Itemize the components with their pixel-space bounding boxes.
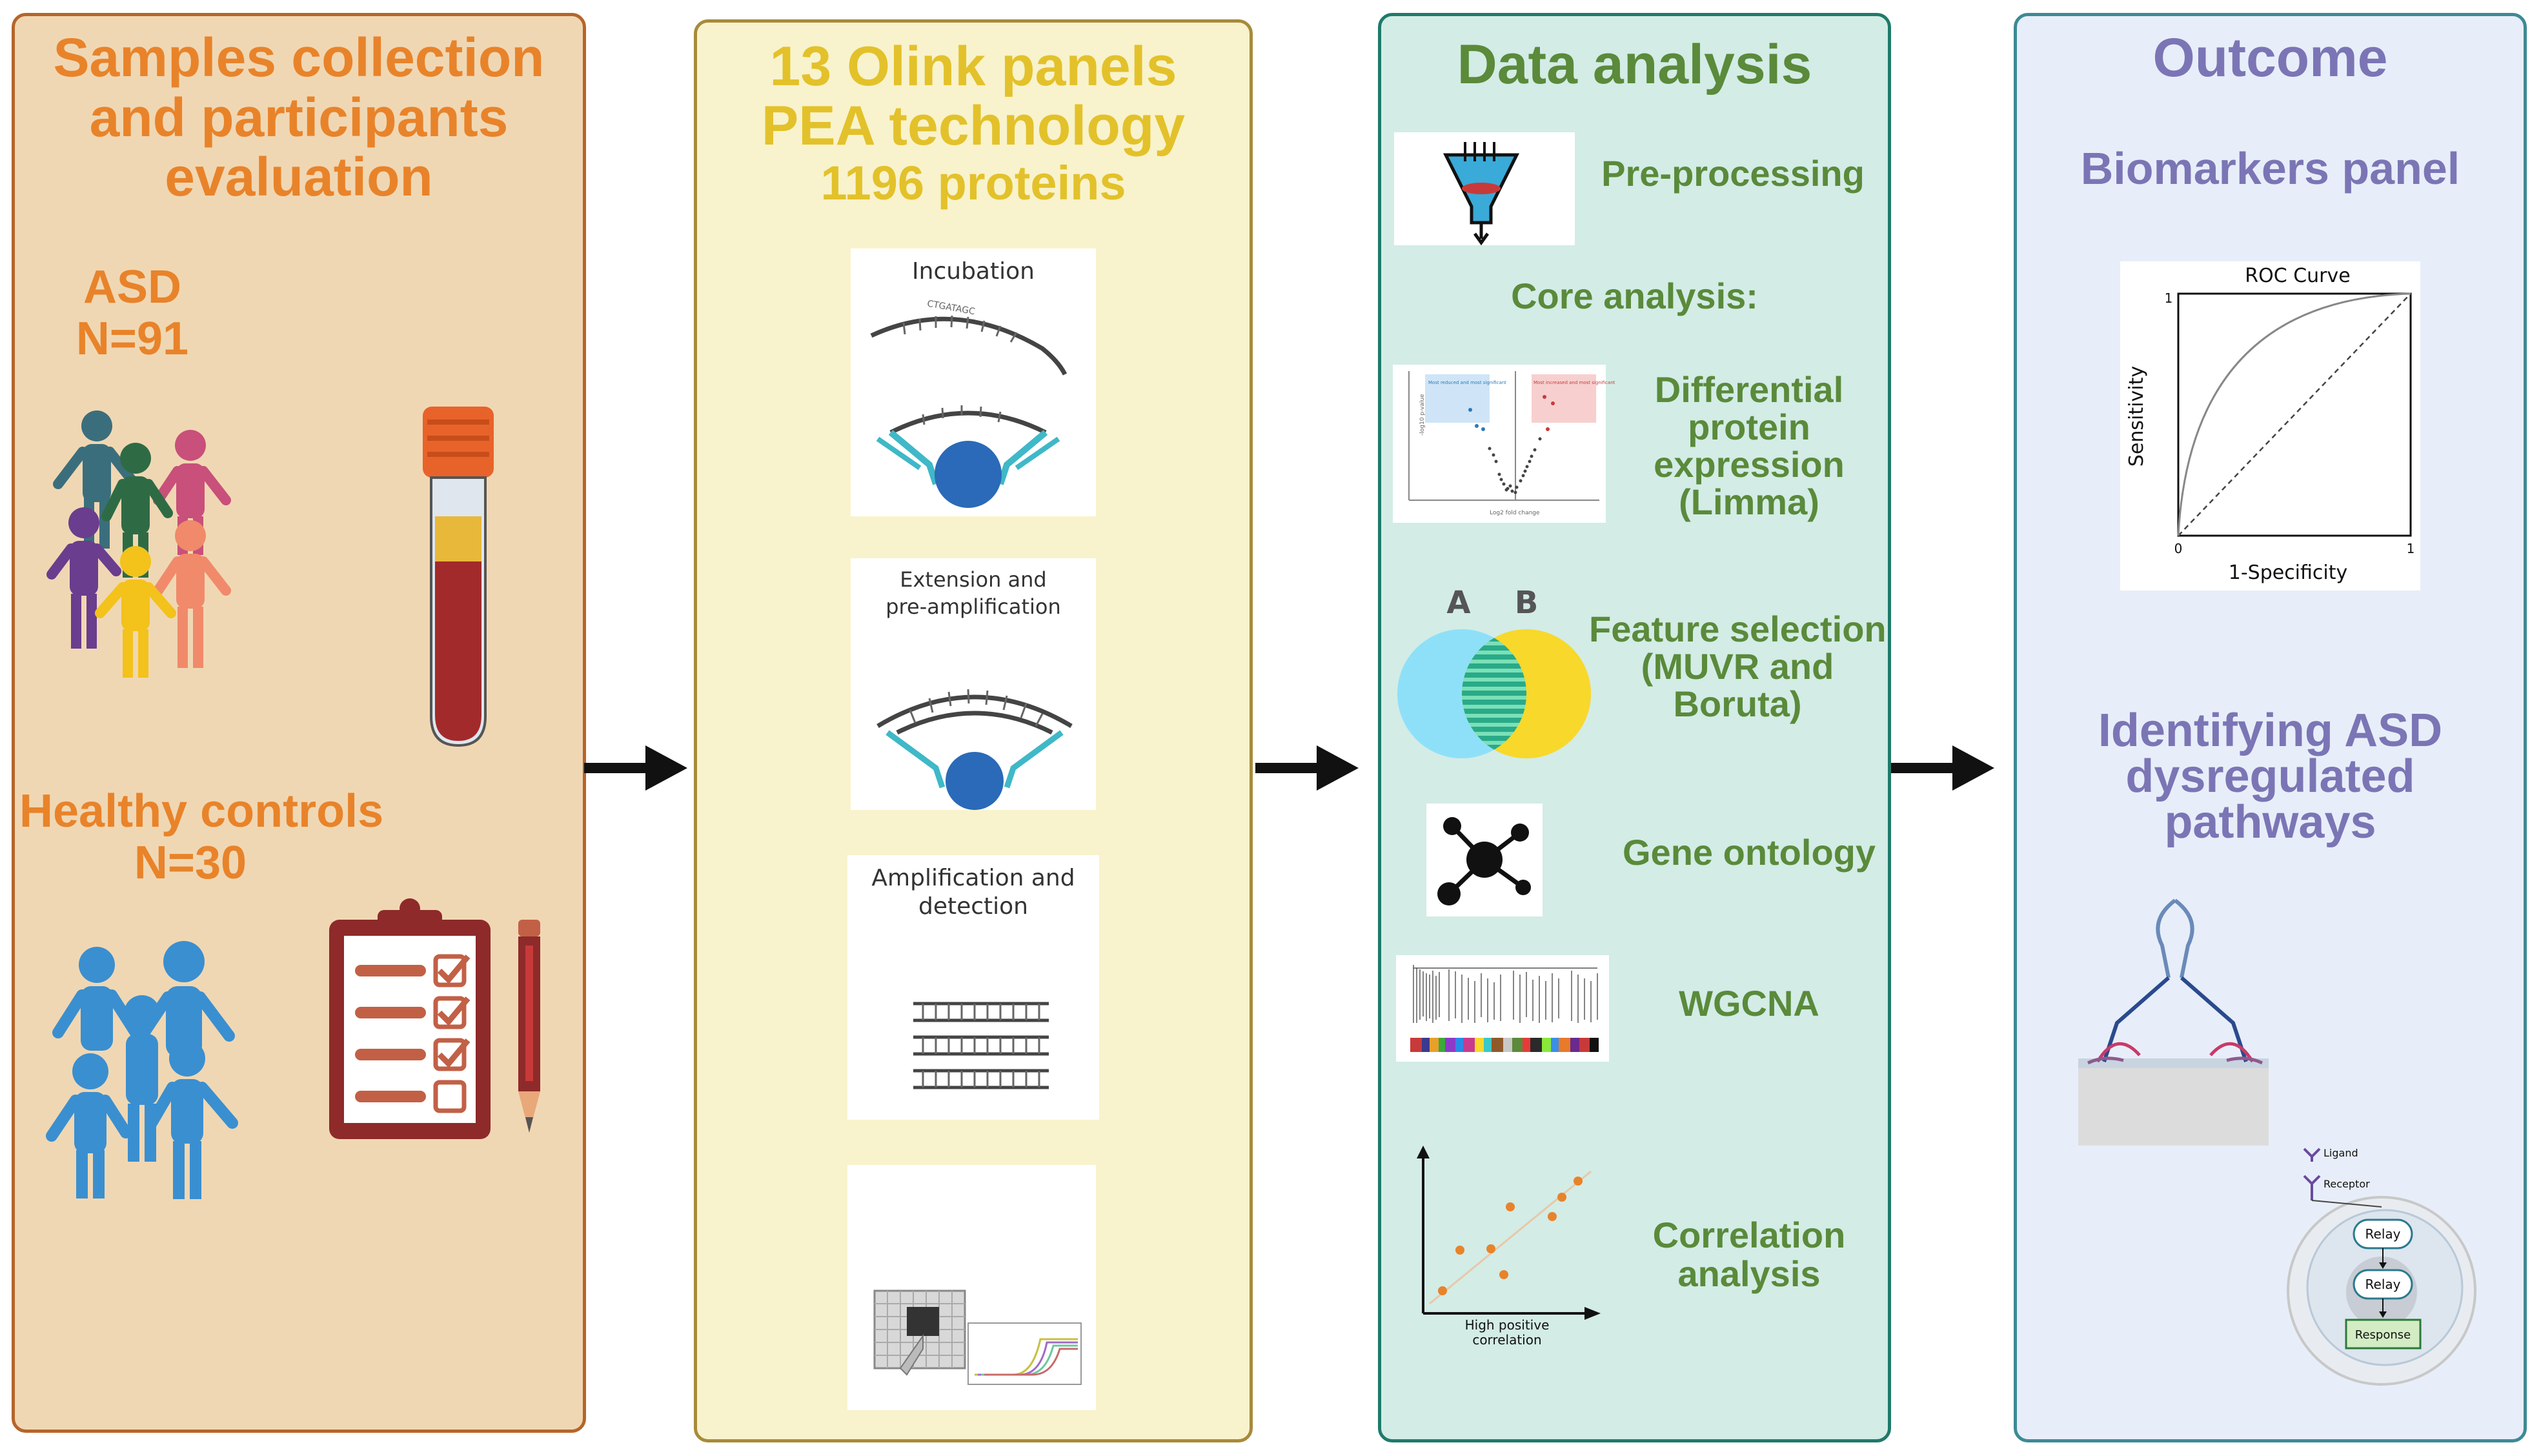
correlation-caption-line2: correlation <box>1472 1332 1541 1348</box>
pencil-icon <box>518 920 540 1133</box>
roc-curve-icon: ROC Curve Sensitivity 1-Specificity 0 1 … <box>2125 265 2415 584</box>
flow-arrow-icon <box>1891 745 1994 791</box>
people-group-icon <box>46 410 231 678</box>
receptor-label: Receptor <box>2323 1178 2370 1190</box>
dpe-label-line2: protein <box>1688 407 1810 447</box>
relay-1-label: Relay <box>2365 1226 2401 1242</box>
venn-label-a: A <box>1446 585 1470 621</box>
volcano-right-box-text: Most increased and most significant <box>1534 380 1615 385</box>
extension-label-line1: Extension and <box>900 567 1047 592</box>
samples-title-line3: evaluation <box>165 147 433 207</box>
feature-selection-line3: Boruta) <box>1673 683 1802 724</box>
volcano-xlabel: Log2 fold change <box>1490 510 1540 516</box>
venn-diagram-icon: A B <box>1397 585 1591 758</box>
correlation-label-line1: Correlation <box>1652 1215 1846 1255</box>
correlation-caption-line1: High positive <box>1465 1317 1550 1333</box>
venn-label-b: B <box>1515 585 1539 621</box>
roc-tick-1-x: 1 <box>2407 541 2415 556</box>
olink-title-line3: 1196 proteins <box>820 156 1126 210</box>
feature-selection-line1: Feature selection <box>1589 609 1887 649</box>
pea-extension-icon <box>876 689 1073 810</box>
healthy-count: N=30 <box>134 837 247 889</box>
signaling-cell-icon: Ligand Receptor Relay Relay Response <box>2287 1147 2476 1386</box>
pathways-label-line1: Identifying ASD <box>2098 705 2443 756</box>
pathways-label-line3: pathways <box>2164 796 2376 848</box>
correlation-label-line2: analysis <box>1677 1253 1821 1294</box>
wgcna-label: WGCNA <box>1679 983 1819 1024</box>
outcome-title: Outcome <box>2152 27 2388 88</box>
volcano-plot-icon: Most reduced and most significant Most i… <box>1408 371 1615 516</box>
flow-arrow-icon <box>584 745 687 791</box>
ligand-label: Ligand <box>2323 1147 2358 1159</box>
microfluidic-chip-icon <box>873 1289 1082 1385</box>
correlation-scatter-icon: High positive correlation <box>1417 1146 1601 1348</box>
volcano-ylabel: -log10 p-value <box>1419 394 1426 436</box>
preprocessing-label: Pre-processing <box>1601 153 1865 194</box>
outcome-panel <box>2014 13 2527 1442</box>
membrane-receptor-icon <box>2078 898 2269 1146</box>
extension-label-line2: pre-amplification <box>886 594 1061 619</box>
roc-tick-1-y: 1 <box>2165 290 2173 306</box>
flow-arrow-icon <box>1255 745 1359 791</box>
core-analysis-label: Core analysis: <box>1511 276 1758 316</box>
samples-panel <box>12 13 586 1433</box>
incubation-label: Incubation <box>912 258 1035 285</box>
funnel-icon <box>1443 142 1520 246</box>
olink-title-line2: PEA technology <box>761 95 1186 157</box>
network-icon <box>1437 817 1531 905</box>
volcano-left-box-text: Most reduced and most significant <box>1428 380 1506 385</box>
dna-amplicon-icon <box>913 1002 1049 1089</box>
clipboard-icon <box>329 898 491 1139</box>
biomarkers-label: Biomarkers panel <box>2080 143 2460 194</box>
analysis-title: Data analysis <box>1457 34 1812 96</box>
roc-xlabel: 1-Specificity <box>2229 561 2348 584</box>
wgcna-dendrogram-icon <box>1410 965 1599 1052</box>
asd-count: N=91 <box>76 313 189 365</box>
healthy-label: Healthy controls <box>19 785 384 837</box>
people-group-icon <box>46 941 238 1199</box>
olink-title-line1: 13 Olink panels <box>769 35 1177 97</box>
gene-ontology-label: Gene ontology <box>1623 832 1876 873</box>
amplification-label-line2: detection <box>918 893 1028 920</box>
roc-title: ROC Curve <box>2245 265 2350 287</box>
amplification-label-line1: Amplification and <box>871 865 1075 891</box>
blood-tube-icon <box>423 407 494 747</box>
dpe-label-line3: expression <box>1654 444 1845 485</box>
dpe-label-line4: (Limma) <box>1679 481 1819 522</box>
relay-2-label: Relay <box>2365 1277 2401 1292</box>
samples-title-line2: and participants <box>89 87 509 148</box>
asd-label: ASD <box>83 261 181 313</box>
dpe-label-line1: Differential <box>1654 369 1844 410</box>
response-label: Response <box>2355 1328 2411 1342</box>
feature-selection-line2: (MUVR and <box>1641 646 1834 687</box>
roc-tick-0: 0 <box>2174 541 2183 556</box>
pathways-label-line2: dysregulated <box>2125 751 2415 802</box>
samples-title-line1: Samples collection <box>53 27 545 88</box>
amplification-card <box>847 855 1099 1120</box>
pea-probe-binding-icon: CTGATAGC <box>870 299 1068 508</box>
roc-ylabel: Sensitivity <box>2125 366 2148 467</box>
